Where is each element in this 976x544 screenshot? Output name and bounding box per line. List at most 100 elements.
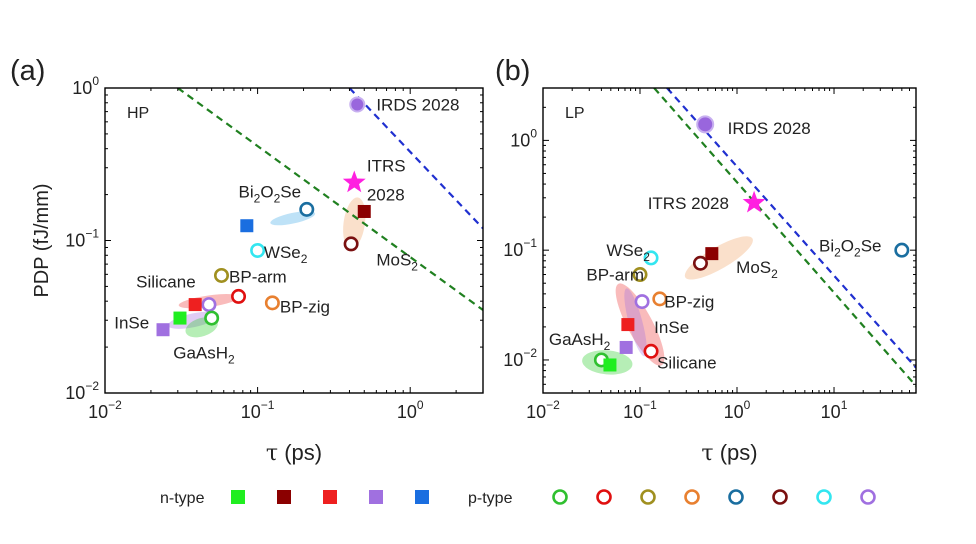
tick-exponent: −2: [523, 346, 537, 360]
legend-p-circle-2: [640, 489, 656, 505]
annotation-8: GaAsH2: [549, 330, 611, 353]
annotation-2: Bi2O2Se: [819, 237, 882, 260]
tick-base: 10: [510, 130, 530, 150]
annotation-text: MoS: [376, 251, 411, 270]
mode-label: LP: [565, 105, 585, 122]
point-open-circle-7: [213, 267, 229, 283]
plot-area: [582, 88, 916, 387]
x-tick-label-2: 100: [724, 398, 751, 422]
annotation-3: WSe2: [606, 241, 650, 264]
annotation-10: GaAsH2: [173, 343, 235, 366]
x-tick-label-2: 100: [397, 398, 424, 422]
tick-base: 10: [821, 402, 841, 422]
limit-line-1: [666, 88, 916, 369]
point-square-12: [173, 311, 187, 325]
tick-base: 10: [65, 231, 85, 251]
annotation-text: BP-arm: [586, 266, 644, 285]
point-square-3: [705, 247, 719, 261]
tick-exponent: 0: [530, 126, 537, 140]
y-tick-label-0: 10−2: [503, 346, 537, 370]
legend-p-type-label: p-type: [468, 490, 513, 507]
annotation-3: Bi2O2Se: [239, 182, 302, 205]
tick-base: 10: [397, 402, 417, 422]
legend-p-circle-3: [684, 489, 700, 505]
tick-base: 10: [526, 402, 546, 422]
annotation-text: Silicane: [136, 272, 196, 291]
annotation-subscript: 2: [834, 246, 841, 260]
x-tick-label-3: 101: [821, 398, 848, 422]
x-axis-label-unit: (ps): [278, 440, 322, 465]
point-square-10: [619, 340, 633, 354]
limit-line-0: [177, 88, 483, 311]
point-open-circle-13: [204, 310, 220, 326]
tick-exponent: 0: [744, 398, 751, 412]
tick-exponent: −1: [643, 398, 657, 412]
tick-base: 10: [503, 350, 523, 370]
annotation-1: ITRS: [367, 157, 406, 176]
annotation-text: O: [841, 237, 854, 256]
legend-p-circle-1: [596, 489, 612, 505]
annotation-6: BP-arm: [229, 268, 287, 287]
legend-n-square-1: [277, 490, 291, 504]
point-square-14: [156, 323, 170, 337]
point-star-1: [342, 170, 366, 193]
tick-base: 10: [241, 402, 261, 422]
annotation-text: BP-zig: [280, 297, 330, 316]
y-tick-label-2: 100: [510, 126, 537, 150]
annotation-text: BP-zig: [664, 293, 714, 312]
point-square-3: [240, 219, 254, 233]
annotation-text: InSe: [114, 313, 149, 332]
annotation-subscript: 2: [643, 250, 650, 264]
panel-label: (a): [10, 55, 45, 87]
annotation-subscript: 2: [604, 339, 611, 353]
point-open-circle-2: [894, 242, 910, 258]
point-open-circle-8: [634, 294, 650, 310]
y-axis-label: PDP (fJ/mm): [31, 183, 53, 297]
annotation-subscript: 2: [228, 352, 235, 366]
point-open-circle-4: [692, 255, 708, 271]
point-open-circle-8: [231, 288, 247, 304]
annotation-text: 2028: [367, 186, 405, 205]
annotation-subscript: 2: [254, 191, 261, 205]
tick-exponent: −2: [108, 398, 122, 412]
annotation-text: IRDS 2028: [728, 119, 811, 138]
annotation-8: BP-zig: [280, 297, 330, 316]
x-axis-label-unit: (ps): [714, 440, 758, 465]
annotation-text: BP-arm: [229, 268, 287, 287]
annotation-text: InSe: [654, 318, 689, 337]
y-tick-label-1: 10−1: [65, 227, 99, 251]
panel-label: (b): [495, 55, 530, 87]
annotation-9: Silicane: [657, 353, 717, 372]
annotation-text: MoS: [736, 258, 771, 277]
y-tick-label-2: 100: [72, 74, 99, 98]
point-open-circle-7: [652, 291, 668, 307]
tick-exponent: −1: [523, 236, 537, 250]
annotation-text: O: [260, 182, 273, 201]
limit-line-0: [653, 88, 916, 387]
legend-p-circle-5: [772, 489, 788, 505]
annotation-5: WSe2: [264, 243, 308, 266]
annotation-9: InSe: [114, 313, 149, 332]
point-open-circle-6: [250, 242, 266, 258]
mode-label: HP: [127, 105, 149, 122]
annotation-text: IRDS 2028: [376, 95, 459, 114]
point-open-circle-5: [343, 236, 359, 252]
tick-base: 10: [623, 402, 643, 422]
annotation-subscript: 2: [771, 267, 778, 281]
annotation-text: Se: [861, 237, 882, 256]
point-filled-circle-0: [349, 96, 366, 113]
group-ellipse-2: [624, 288, 647, 357]
point-open-circle-5: [643, 250, 659, 266]
tick-exponent: 0: [92, 74, 99, 88]
legend-n-square-3: [369, 490, 383, 504]
annotation-1: ITRS 2028: [648, 194, 729, 213]
point-square-13: [603, 358, 617, 372]
annotation-text: WSe: [606, 241, 643, 260]
x-tick-label-1: 10−1: [241, 398, 275, 422]
limit-line-1: [348, 88, 483, 230]
annotation-subscript: 2: [274, 191, 281, 205]
annotation-6: BP-zig: [664, 293, 714, 312]
annotation-4: MoS2: [736, 258, 778, 281]
legend-n-square-2: [323, 490, 337, 504]
